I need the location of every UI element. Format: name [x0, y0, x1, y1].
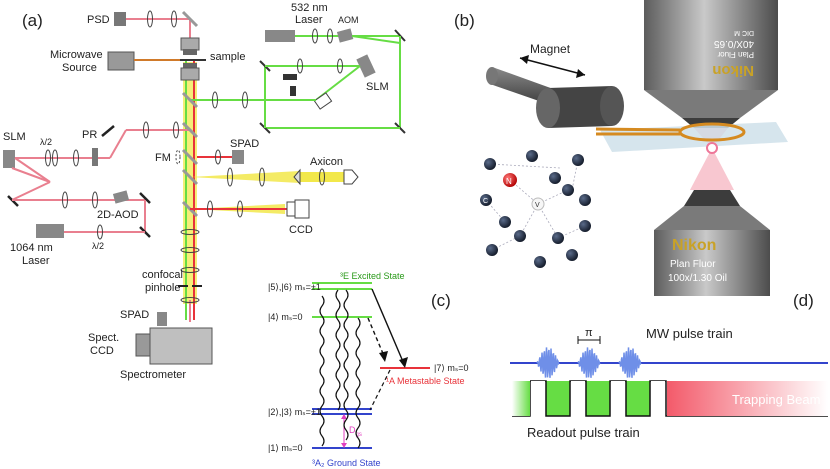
mw-pulse-1: [536, 347, 560, 378]
laser1064-label-2: Laser: [22, 255, 50, 267]
vacancy-label: V: [535, 202, 540, 209]
metastable-label: ¹A Metastable State: [386, 376, 465, 386]
nv-lattice: N C V: [480, 150, 591, 268]
trapping-beam-bar: [667, 381, 828, 416]
psd-detector: [114, 12, 126, 26]
confocal-label-1: confocal: [142, 269, 183, 281]
aom: [336, 28, 354, 43]
ccd-branch: CCD: [181, 199, 313, 236]
slm-right-label: SLM: [366, 81, 389, 93]
isc-arrow-solid: [371, 288, 405, 365]
obj-top-brand: Nikon: [712, 62, 754, 79]
mw-pulse-2: [577, 347, 601, 378]
psd-branch: PSD: [87, 10, 199, 42]
spad-bottom-label: SPAD: [120, 309, 149, 321]
microwave-label-1: Microwave: [50, 49, 103, 61]
mw-label: MW pulse train: [646, 326, 733, 341]
slm-left: [3, 150, 15, 168]
laser532-label-1: 532 nm: [291, 2, 328, 14]
readout-label: Readout pulse train: [527, 425, 640, 440]
spad-bottom: [157, 312, 167, 326]
spectrometer: SPAD Spect. CCD Spectrometer: [88, 309, 213, 381]
obj-top-line3: DIC M: [734, 29, 754, 36]
spad-fm-branch: FM SPAD: [155, 138, 259, 166]
pr-label: PR: [82, 129, 97, 141]
state-1-label: |1⟩ mₛ=0: [268, 443, 302, 453]
laser-1064: [36, 224, 64, 238]
vacancy-site: [531, 197, 545, 211]
panel-b-photo: (b) Magnet Nikon Plan Fluor 40X/0.65 DIC…: [454, 0, 788, 296]
aod: [112, 190, 130, 204]
mw-pulse-3: [618, 347, 642, 378]
green-laser-path: 532 nm Laser AOM SLM: [181, 2, 406, 134]
fm-label: FM: [155, 152, 171, 164]
panel-a-setup: (a) PSD sample: [3, 2, 406, 381]
panel-d-label: (d): [793, 291, 814, 310]
axicon-branch: Axicon: [181, 156, 359, 187]
microwave-source: Microwave Source: [50, 49, 180, 74]
obj-top-line2: 40X/0.65: [714, 38, 754, 49]
carbon-atom: [480, 194, 492, 206]
laser-532: [265, 30, 295, 42]
aod-label: 2D-AOD: [97, 209, 139, 221]
axicon-label: Axicon: [310, 156, 343, 168]
isc-arrow-return: [369, 369, 391, 411]
obj-top-line1: Plan Fluor: [717, 50, 754, 59]
trapping-focus: [595, 122, 788, 190]
obj-bottom-line2: 100x/1.30 Oil: [668, 273, 727, 284]
obj-bottom-line1: Plan Fluor: [670, 259, 716, 270]
excitation-wave-1: [319, 295, 325, 447]
spect-ccd-label-2: CCD: [90, 345, 114, 357]
slm-right: [356, 54, 376, 78]
ccd-label: CCD: [289, 224, 313, 236]
laser1064-label-1: 1064 nm: [10, 242, 53, 254]
spad-mid: [232, 150, 244, 164]
ccd: [294, 199, 310, 219]
excitation-wave-2: [335, 289, 341, 411]
atom-n-label: N: [506, 177, 512, 186]
state-23-label: |2⟩,|3⟩ mₛ=±1: [268, 407, 321, 417]
sample-objectives: sample: [176, 37, 245, 81]
confocal-pinhole: confocal pinhole: [142, 229, 202, 303]
magnet: Magnet: [486, 42, 624, 128]
panel-a-label: (a): [22, 11, 43, 30]
laser532-label-2: Laser: [295, 14, 323, 26]
psd-label: PSD: [87, 14, 110, 26]
trapping-label: Trapping Beam: [732, 392, 820, 407]
isc-arrow-dashed: [367, 317, 385, 357]
state-4-label: |4⟩ mₛ=0: [268, 312, 302, 322]
atom-c-label: C: [483, 198, 488, 205]
state-56-label: |5⟩,|6⟩ mₛ=±1: [268, 282, 321, 292]
spad-mid-label: SPAD: [230, 138, 259, 150]
half-wave-top-label: λ/2: [40, 137, 52, 147]
microwave-label-2: Source: [62, 62, 97, 74]
panel-c-levels: (c) ³E Excited State |5⟩,|6⟩ mₛ=±1 |4⟩ m…: [268, 271, 468, 468]
state-7-label: |7⟩ mₛ=0: [434, 363, 468, 373]
ir-laser-path: SLM λ/2 PR 2D-AOD: [3, 121, 199, 267]
slm-left-label: SLM: [3, 131, 26, 143]
pi-label: π: [585, 327, 593, 339]
nitrogen-atom: [503, 173, 517, 187]
panel-c-label: (c): [431, 291, 451, 310]
emission-wave-1: [343, 289, 349, 441]
main-beam-column: [183, 60, 197, 322]
confocal-label-2: pinhole: [145, 282, 180, 294]
mw-pulses: [536, 347, 642, 378]
dgs-label: Dgs: [349, 425, 362, 438]
magnet-label: Magnet: [530, 42, 571, 56]
panel-b-label: (b): [454, 11, 475, 30]
objective-bottom: Nikon Plan Fluor 100x/1.30 Oil: [654, 190, 770, 296]
aom-label: AOM: [338, 15, 359, 25]
ground-label: ³A₂ Ground State: [312, 458, 381, 468]
spectrometer-label: Spectrometer: [120, 369, 186, 381]
half-wave-bottom-label: λ/2: [92, 241, 104, 251]
panel-d-pulses: (d) π MW pulse train Trapping Beam Reado…: [510, 291, 828, 440]
sample-label: sample: [210, 51, 245, 63]
excited-title: ³E Excited State: [340, 271, 405, 281]
emission-wave-2: [355, 317, 361, 449]
objective-top: Nikon Plan Fluor 40X/0.65 DIC M: [644, 0, 778, 128]
spect-ccd-label-1: Spect.: [88, 332, 119, 344]
obj-bottom-brand: Nikon: [672, 237, 716, 254]
